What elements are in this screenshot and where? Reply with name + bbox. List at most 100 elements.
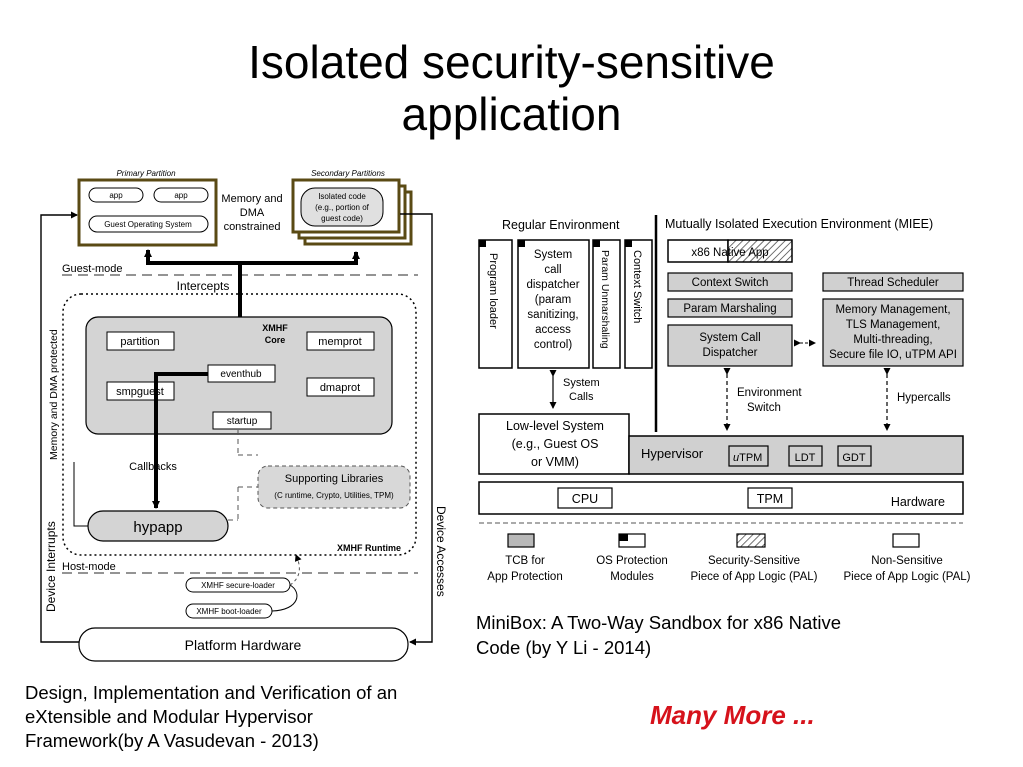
legend-pal-sensitive-1: Security-Sensitive — [708, 555, 800, 567]
gdt-box — [837, 445, 872, 467]
context-switch-label: Context Switch — [692, 277, 769, 289]
isolated-code-1: Isolated code — [318, 192, 366, 201]
context-switch-v-label: Context Switch — [631, 250, 643, 323]
minibox-caption-line1: MiniBox: A Two-Way Sandbox for x86 Nativ… — [476, 612, 842, 633]
hypapp-side-line — [73, 462, 88, 527]
param-unmarshaling-box — [592, 239, 621, 369]
sysdisp-line5: sanitizing, — [527, 309, 578, 321]
param-unmarshaling-label: Param Unmarshaling — [599, 250, 611, 349]
os-module-marker-1 — [479, 240, 486, 247]
env-switch-label-2: Switch — [747, 402, 781, 414]
legend-pal-nonsensitive-1: Non-Sensitive — [871, 555, 943, 567]
xmhf-runtime-box — [62, 293, 417, 556]
xmhf-caption-line3: Framework(by A Vasudevan - 2013) — [25, 730, 319, 751]
secure-loader-to-runtime-arrow — [289, 554, 302, 586]
supporting-libraries-box — [257, 465, 411, 509]
eventhub-to-primary-arrow — [144, 249, 242, 368]
utpm-rest: TPM — [739, 452, 762, 464]
supporting-libraries-sub: (C runtime, Crypto, Utilities, TPM) — [274, 491, 394, 500]
memmgmt-line4: Secure file IO, uTPM API — [829, 349, 957, 361]
supporting-libraries-title: Supporting Libraries — [285, 473, 384, 485]
scd-line1: System Call — [699, 332, 760, 344]
isolated-code-pill — [300, 187, 384, 227]
device-interrupts-arrow — [40, 211, 79, 643]
xmhf-caption-line1: Design, Implementation and Verification … — [25, 682, 398, 703]
tpm-box — [747, 487, 793, 509]
dmaprot-label: dmaprot — [320, 382, 360, 394]
legend-swatch-tcb — [507, 533, 535, 548]
memory-management-box — [822, 298, 964, 367]
os-module-marker-2 — [518, 240, 525, 247]
device-accesses-arrow — [400, 213, 433, 646]
host-mode-label: Host-mode — [62, 561, 116, 573]
partition-label: partition — [120, 336, 159, 348]
isolated-code-3: guest code) — [321, 214, 363, 223]
slide-title-line1: Isolated security-sensitive — [248, 36, 775, 88]
legend-swatch-os-marker — [619, 534, 628, 541]
lowlevel-line1: Low-level System — [506, 419, 604, 433]
x86-native-app-label: x86 Native App — [691, 247, 768, 259]
utpm-label: uTPM — [733, 452, 762, 464]
memmgmt-line1: Memory Management, — [835, 304, 950, 316]
app-label-2: app — [174, 191, 188, 200]
xmhf-runtime-label: XMHF Runtime — [337, 543, 401, 553]
mem-dma-constrained-2: DMA — [240, 207, 265, 219]
app-pill-2 — [153, 187, 209, 203]
program-loader-box — [478, 239, 513, 369]
legend-swatch-pal-sensitive — [736, 533, 766, 548]
syscall-dispatcher-miee-box — [667, 324, 793, 367]
system-calls-label-1: System — [563, 377, 600, 389]
ldt-box — [788, 445, 823, 467]
callbacks-arrow — [152, 372, 208, 509]
memprot-label: memprot — [318, 336, 361, 348]
legend-pal-nonsensitive-2: Piece of App Logic (PAL) — [844, 571, 971, 583]
memmgmt-line2: TLS Management, — [846, 319, 941, 331]
secure-loader-label: XMHF secure-loader — [201, 581, 275, 590]
callbacks-label: Callbacks — [129, 461, 177, 473]
env-switch-label-1: Environment — [737, 387, 802, 399]
sysdisp-line3: dispatcher — [526, 279, 579, 291]
intercepts-label: Intercepts — [177, 279, 230, 293]
startup-module — [212, 411, 272, 430]
hardware-label: Hardware — [891, 495, 945, 509]
lowlevel-line2: (e.g., Guest OS — [512, 437, 599, 451]
device-interrupts-label: Device Interrupts — [44, 521, 58, 612]
app-label-1: app — [109, 191, 123, 200]
device-accesses-label: Device Accesses — [434, 506, 448, 597]
thread-scheduler-box — [822, 272, 964, 292]
native-app-hatched — [727, 239, 793, 263]
app-pill-1 — [88, 187, 144, 203]
lowlevel-line3: or VMM) — [531, 455, 579, 469]
sysdisp-line4: (param — [535, 294, 571, 306]
legend-pal-sensitive-2: Piece of App Logic (PAL) — [691, 571, 818, 583]
os-module-marker-3 — [593, 240, 600, 247]
startup-label: startup — [227, 416, 258, 427]
scd-line2: Dispatcher — [703, 347, 758, 359]
context-switch-miee-box — [667, 272, 793, 292]
miee-label: Mutually Isolated Execution Environment … — [665, 217, 933, 231]
legend-tcb-1: TCB for — [505, 555, 545, 567]
utpm-box — [728, 445, 769, 467]
mem-dma-constrained-3: constrained — [224, 221, 281, 233]
thread-scheduler-label: Thread Scheduler — [847, 277, 939, 289]
hypervisor-label: Hypervisor — [641, 446, 704, 461]
boot-to-secure-connector — [271, 584, 298, 612]
syscall-dispatcher-regular-box — [517, 239, 590, 369]
sysdisp-line6: access — [535, 324, 571, 336]
xmhf-caption-line2: eXtensible and Modular Hypervisor — [25, 706, 313, 727]
sysdisp-line1: System — [534, 249, 572, 261]
cpu-label: CPU — [572, 492, 598, 506]
dmaprot-module — [306, 377, 375, 397]
mem-dma-protected-label: Memory and DMA protected — [48, 329, 60, 460]
primary-partition-label: Primary Partition — [116, 169, 176, 178]
smpguest-label: smpguest — [116, 386, 164, 398]
param-marshaling-label: Param Marshaling — [683, 303, 776, 315]
eventhub-to-secondary-arrow — [240, 251, 360, 265]
hypercalls-label: Hypercalls — [897, 392, 951, 404]
regular-env-label: Regular Environment — [502, 218, 620, 232]
utpm-u: u — [733, 452, 739, 464]
hypapp-label: hypapp — [133, 519, 182, 536]
system-calls-label-2: Calls — [569, 391, 594, 403]
legend-tcb-2: App Protection — [487, 571, 562, 583]
